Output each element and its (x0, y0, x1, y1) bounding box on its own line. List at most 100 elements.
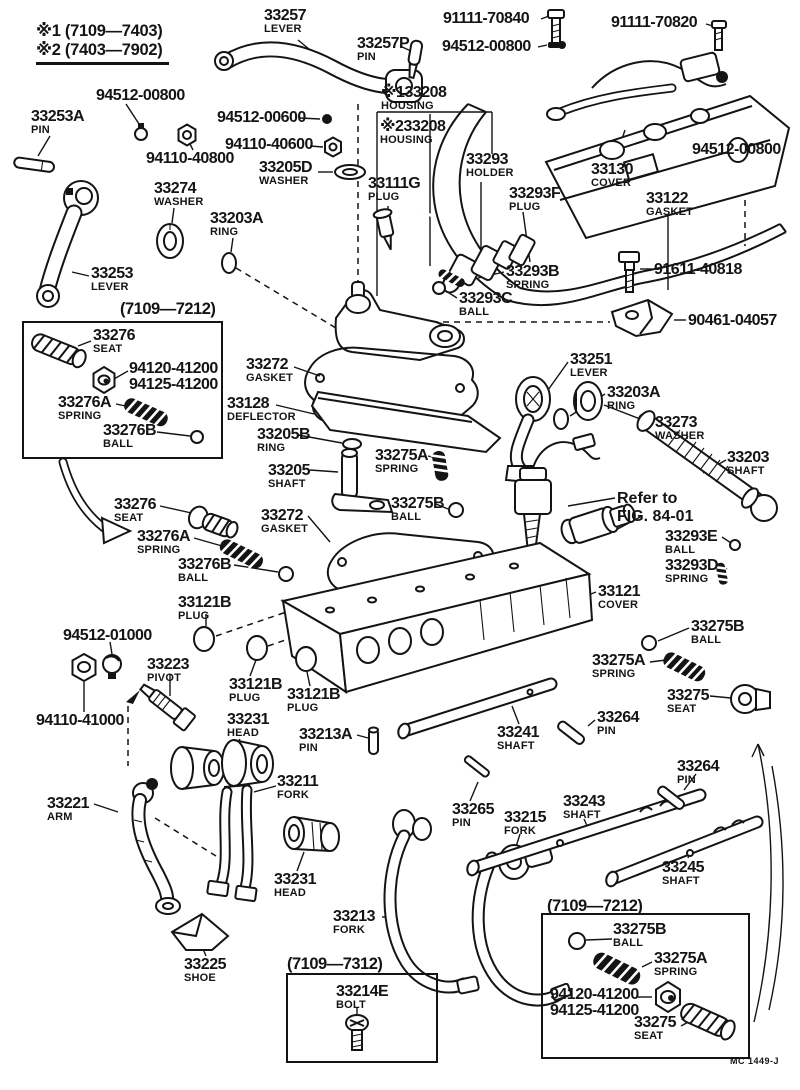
part-caption: PIN (597, 725, 616, 738)
part-number: 33275B (391, 495, 445, 512)
part-number: 33203A (210, 210, 264, 227)
period-box (541, 913, 750, 1059)
part-caption: SEAT (634, 1030, 664, 1043)
applicability-legend: ※1 (7109—7403) ※2 (7403—7902) (36, 22, 169, 65)
part-shaft-33203 (636, 410, 778, 522)
part-number: 33223 (147, 656, 190, 673)
part-number: 33275B (691, 618, 745, 635)
part-number: 33213 (333, 908, 376, 925)
part-caption: SPRING (58, 410, 102, 423)
part-caption: SPRING (592, 668, 636, 681)
part-number: 94512-00800 (442, 38, 531, 55)
part-seat-33276-2 (187, 505, 239, 539)
part-number: 94110-40600 (225, 136, 313, 153)
part-number-alt: 94125-41200 (129, 376, 218, 394)
period-label: (7109—7212) (547, 897, 643, 915)
part-number: 33253 (91, 265, 134, 282)
part-shoe-33225 (170, 912, 230, 951)
part-stud-94512-00800-right (716, 71, 728, 83)
part-caption: FORK (333, 924, 365, 937)
part-number: 33257P (357, 35, 410, 52)
part-label-9046104057: 90461-04057 (688, 312, 777, 329)
part-number: 33203 (727, 449, 770, 466)
part-number: 94512-00600 (217, 109, 306, 126)
part-number: 33272 (261, 507, 304, 524)
part-caption: PIN (31, 124, 50, 137)
part-caption: SHAFT (727, 465, 765, 478)
assembly-arrow-large (58, 457, 133, 545)
part-number: 33276B (178, 556, 232, 573)
part-label-9451200800: 94512-00800 (692, 141, 781, 158)
part-caption: WASHER (655, 430, 705, 443)
part-caption: PLUG (287, 702, 319, 715)
part-cover-assembly-33130 (544, 51, 791, 240)
part-caption: RING (257, 442, 286, 455)
part-ball-33293E (729, 539, 741, 551)
period-label: (7109—7212) (120, 300, 216, 318)
part-caption: BALL (459, 306, 490, 319)
part-plug-33121B-1 (193, 626, 215, 652)
figure-code: MC 1449-J (730, 1056, 780, 1066)
part-shaft-33243 (466, 788, 707, 877)
part-label-9411041000: 94110-41000 (36, 712, 124, 729)
part-caption: PLUG (509, 201, 541, 214)
refer-note-line-2: FIG. 84-01 (617, 507, 694, 525)
legend-line-2: ※2 (7403—7902) (36, 40, 163, 59)
part-head-33231-a (170, 739, 274, 790)
part-caption: BALL (665, 544, 696, 557)
part-number: 33275A (375, 447, 429, 464)
part-number: 33122 (646, 190, 689, 207)
part-number: 33275A (654, 950, 708, 967)
part-spring-33293D (714, 562, 730, 585)
part-number: 33121 (598, 583, 641, 600)
part-number: 33273 (655, 414, 698, 431)
part-label-9451200800: 94512-00800 (442, 38, 531, 55)
part-bolt-33214E (345, 1014, 369, 1051)
part-number: 33264 (677, 758, 720, 775)
part-caption: SHOE (184, 972, 216, 985)
part-number: 33213A (299, 726, 353, 743)
part-number: 33214E (336, 983, 389, 1000)
part-pin-33253A (13, 156, 55, 173)
part-number: 33276 (114, 496, 157, 513)
reference-curves (751, 743, 784, 1023)
part-caption: COVER (598, 599, 639, 612)
part-plug-switch-2 (560, 503, 636, 545)
part-number: 33121B (287, 686, 341, 703)
part-number: 33293C (459, 290, 513, 307)
part-nut-94120-box3 (655, 980, 681, 1014)
part-number: 94110-40800 (146, 150, 234, 167)
part-number: 33276A (58, 394, 112, 411)
part-spring-33275A-center (430, 450, 449, 481)
part-label-9411040800: 94110-40800 (146, 150, 234, 167)
part-caption: HEAD (227, 727, 259, 740)
part-plug-33121B-3 (295, 646, 317, 672)
part-caption: DEFLECTOR (227, 411, 296, 424)
part-shaft-33241 (397, 677, 558, 740)
part-number: 33275 (667, 687, 710, 704)
part-number: 33205 (268, 462, 311, 479)
part-caption: BALL (391, 511, 422, 524)
